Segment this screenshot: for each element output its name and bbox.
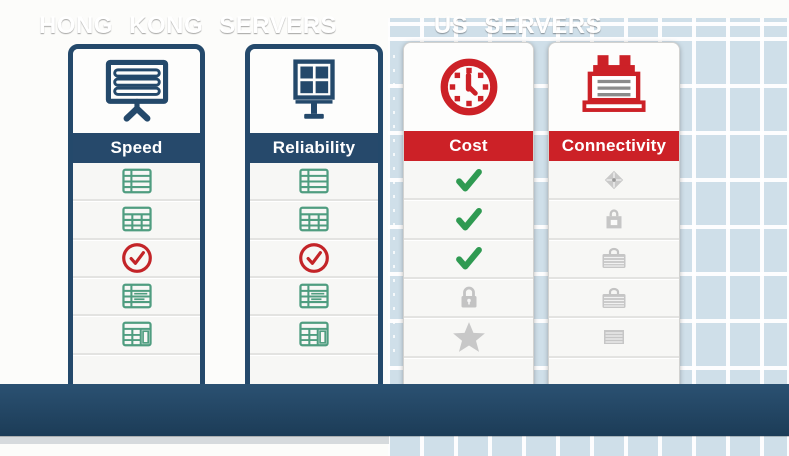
table-row bbox=[549, 276, 679, 317]
column-rows-reliability bbox=[250, 163, 378, 391]
column-cost: Cost bbox=[403, 42, 534, 396]
table-rows-icon bbox=[298, 282, 330, 310]
check-icon bbox=[454, 243, 484, 273]
table-row bbox=[549, 237, 679, 277]
table-row bbox=[404, 316, 533, 356]
footer-banner-shadow bbox=[0, 436, 389, 444]
star-icon bbox=[451, 320, 487, 354]
dotted-divider-line bbox=[393, 55, 395, 360]
table-calc-icon bbox=[121, 320, 153, 348]
table-row bbox=[404, 237, 533, 277]
column-connectivity: Connectivity bbox=[548, 42, 680, 396]
diamond-icon bbox=[597, 166, 631, 194]
hong-kong-servers-label: HONG KONG SERVERS bbox=[38, 12, 338, 39]
column-header-reliability: Reliability bbox=[250, 133, 378, 163]
table-row bbox=[549, 161, 679, 199]
table-row bbox=[404, 161, 533, 199]
check-icon bbox=[454, 165, 484, 195]
table-grid-icon bbox=[121, 205, 153, 233]
table-row bbox=[73, 237, 200, 276]
bag-icon bbox=[599, 204, 629, 234]
table-row bbox=[549, 198, 679, 238]
table-calc-icon bbox=[298, 320, 330, 348]
briefcase-icon bbox=[596, 242, 632, 274]
table-row bbox=[404, 276, 533, 317]
briefcase-icon bbox=[596, 282, 632, 314]
table-row bbox=[73, 275, 200, 315]
column-speed: Speed bbox=[68, 44, 205, 396]
column-rows-connectivity bbox=[549, 161, 679, 395]
table-row bbox=[250, 275, 378, 315]
server-building-icon bbox=[549, 43, 679, 131]
column-header-cost: Cost bbox=[404, 131, 533, 161]
table-row bbox=[549, 316, 679, 356]
table-row bbox=[404, 198, 533, 238]
table-row bbox=[73, 314, 200, 353]
table-row bbox=[73, 199, 200, 238]
table-row bbox=[250, 163, 378, 200]
panel-icon bbox=[596, 322, 632, 352]
table-row bbox=[73, 163, 200, 200]
table-row bbox=[250, 237, 378, 276]
us-servers-label: US SERVERS bbox=[433, 12, 603, 39]
column-header-speed: Speed bbox=[73, 133, 200, 163]
column-rows-cost bbox=[404, 161, 533, 395]
check-icon bbox=[454, 204, 484, 234]
footer-banner bbox=[0, 384, 789, 436]
monitor-grid-icon bbox=[250, 49, 378, 133]
check-circle-icon bbox=[297, 241, 331, 275]
column-rows-speed bbox=[73, 163, 200, 391]
table-grid-icon bbox=[298, 205, 330, 233]
table-row bbox=[250, 199, 378, 238]
table-row bbox=[250, 314, 378, 353]
table-list-icon bbox=[298, 167, 330, 195]
presentation-board-icon bbox=[73, 49, 200, 133]
clock-icon bbox=[404, 43, 533, 131]
table-rows-icon bbox=[121, 282, 153, 310]
column-reliability: Reliability bbox=[245, 44, 383, 396]
lock-icon bbox=[453, 282, 485, 314]
check-circle-icon bbox=[120, 241, 154, 275]
column-header-connectivity: Connectivity bbox=[549, 131, 679, 161]
table-list-icon bbox=[121, 167, 153, 195]
